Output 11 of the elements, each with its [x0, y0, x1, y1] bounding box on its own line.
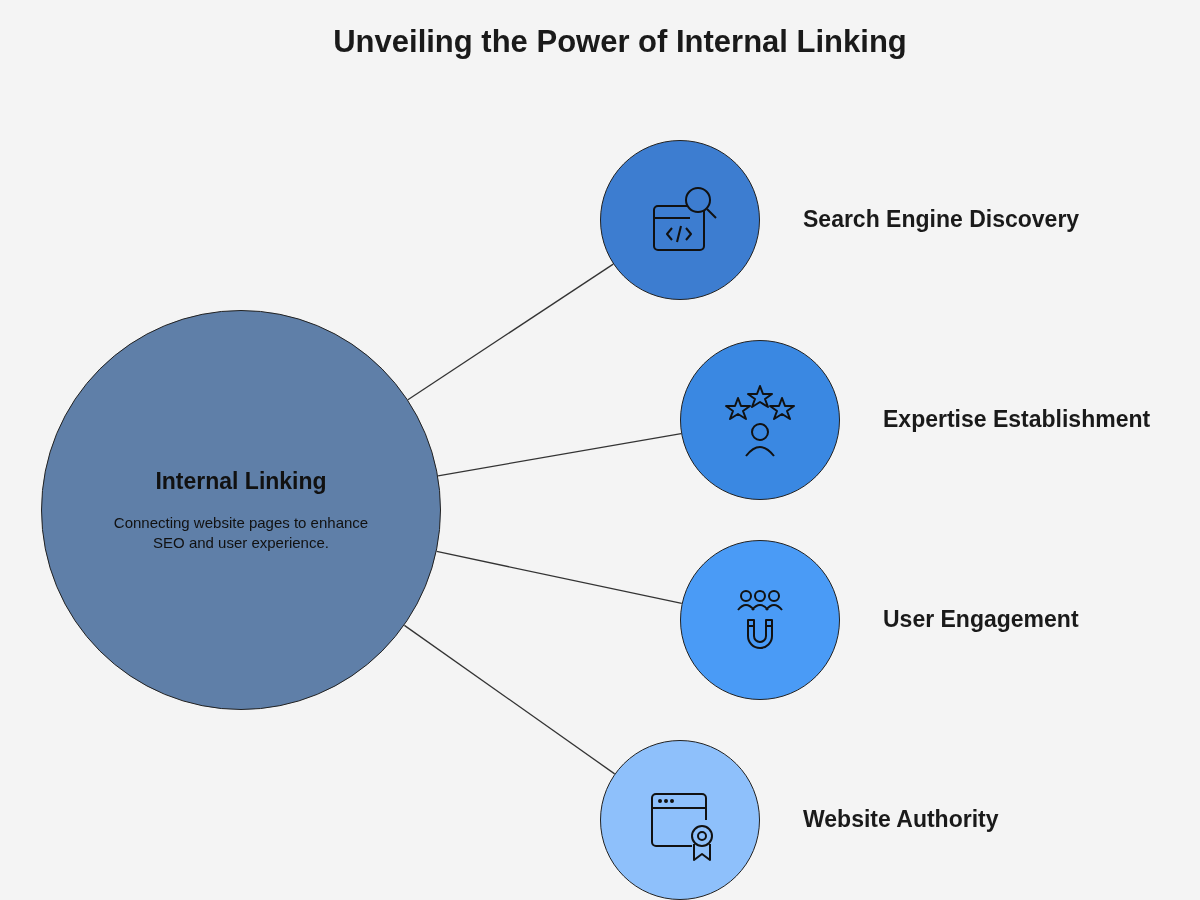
connector-line — [436, 550, 683, 605]
connector-line — [437, 433, 682, 477]
node-caption: Search Engine Discovery — [803, 206, 1080, 233]
topic-description: Connecting website pages to enhance SEO and user experience. — [112, 513, 370, 552]
connector-line — [403, 624, 616, 775]
topic-heading: Internal Linking — [155, 468, 327, 495]
node-caption: Expertise Establishment — [883, 406, 1151, 433]
title: Unveiling the Power of Internal Linking — [332, 24, 908, 60]
connector-line — [407, 263, 614, 401]
node-caption: User Engagement — [883, 606, 1079, 633]
node-caption: Website Authority — [803, 806, 999, 833]
